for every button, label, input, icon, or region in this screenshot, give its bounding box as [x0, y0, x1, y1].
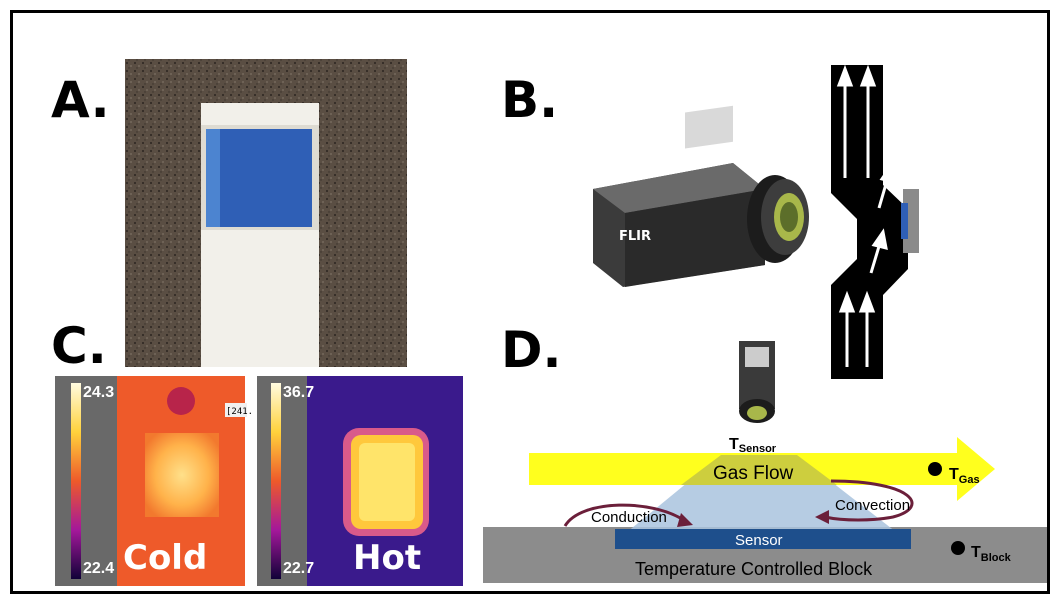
- gas-flow-arrow: [529, 437, 995, 501]
- sensor-temp-label: TSensor: [729, 436, 777, 455]
- panel-d-label: D.: [501, 321, 562, 379]
- camera-brand-label: FLIR: [619, 229, 651, 244]
- sensor-bar: [615, 529, 911, 549]
- hot-scale-max: 36.7: [283, 384, 315, 401]
- overhead-camera-icon: [739, 341, 775, 423]
- hot-scale-min: 22.7: [283, 560, 315, 577]
- block-temp-dot: [951, 541, 965, 555]
- blue-sensor-patch: [206, 129, 312, 227]
- sensor-chip: [901, 203, 908, 239]
- cold-hotspot: [145, 433, 219, 517]
- cold-scale-bar: [71, 383, 81, 579]
- hot-label: Hot: [353, 538, 422, 578]
- thermal-camera: [593, 105, 809, 287]
- white-strip: [201, 103, 319, 367]
- gas-temp-dot: [928, 462, 942, 476]
- svg-text:[241.: [241.: [226, 407, 253, 417]
- conduction-label: Conduction: [591, 509, 667, 526]
- panel-b-label: B.: [501, 71, 559, 129]
- block-label: Temperature Controlled Block: [635, 559, 873, 579]
- cold-label: Cold: [123, 538, 208, 578]
- hot-hotspot: [351, 435, 423, 529]
- sensor-label: Sensor: [735, 532, 783, 549]
- panel-a-label: A.: [51, 71, 110, 129]
- conduction-arrow: [563, 503, 686, 527]
- temperature-block: [483, 527, 1047, 583]
- flow-channel: [831, 65, 908, 379]
- flow-arrows: [836, 64, 896, 367]
- hot-scale-bar: [271, 383, 281, 579]
- panel-c-label: C.: [51, 317, 107, 375]
- gas-temp-label: TGas: [949, 466, 980, 486]
- cold-scale-max: 24.3: [83, 384, 115, 401]
- sensor-mount: [903, 189, 919, 253]
- figure-frame: A. B. C. D. FLIR: [10, 10, 1050, 594]
- heat-cone: [615, 455, 909, 542]
- cold-scale-min: 22.4: [83, 560, 115, 577]
- convection-arrow: [824, 479, 914, 522]
- block-temp-label: TBlock: [971, 544, 1012, 564]
- gas-flow-label: Gas Flow: [713, 463, 794, 484]
- carpet-background: [125, 59, 407, 367]
- convection-label: Convection: [835, 497, 910, 514]
